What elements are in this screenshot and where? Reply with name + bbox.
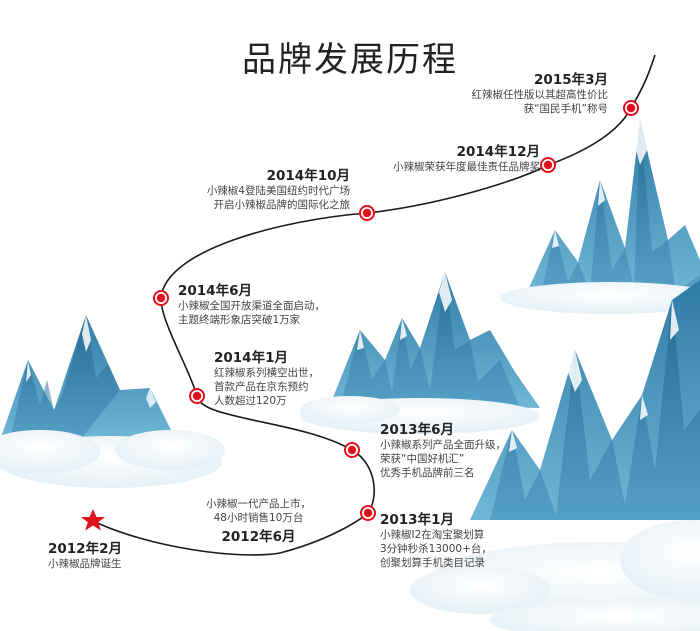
event-date: 2012年6月 bbox=[221, 529, 296, 545]
event-text: 小辣椒系列产品全面升级， bbox=[380, 439, 506, 451]
dot-icon bbox=[540, 157, 556, 173]
event-text: 开启小辣椒品牌的国际化之旅 bbox=[213, 199, 351, 211]
event-date: 2013年1月 bbox=[380, 512, 454, 528]
event-2014-10: 2014年10月 小辣椒4登陆美国纽约时代广场 开启小辣椒品牌的国际化之旅 bbox=[207, 164, 350, 212]
dot-icon bbox=[359, 205, 375, 221]
event-text: 人数超过120万 bbox=[214, 395, 287, 407]
event-text: 首款产品在京东预约 bbox=[214, 381, 309, 393]
event-2014-12: 2014年12月 小辣椒荣获年度最佳责任品牌奖 bbox=[393, 140, 540, 174]
event-2012-02: 2012年2月 小辣椒品牌诞生 bbox=[48, 537, 122, 571]
dot-icon bbox=[360, 505, 376, 521]
event-text: 小辣椒品牌诞生 bbox=[48, 558, 122, 570]
cloud-lower-right bbox=[410, 520, 700, 631]
dot-icon bbox=[344, 442, 360, 458]
event-2014-06: 2014年6月 小辣椒全国开放渠道全面启动， 主题终端形象店突破1万家 bbox=[178, 279, 325, 327]
star-icon bbox=[81, 509, 105, 531]
event-2013-01: 2013年1月 小辣椒I2在淘宝聚划算 3分钟秒杀13000+台， 创聚划算手机… bbox=[380, 508, 492, 570]
event-text: 小辣椒一代产品上市， bbox=[206, 498, 311, 510]
event-text: 小辣椒荣获年度最佳责任品牌奖 bbox=[393, 161, 540, 173]
mountain-lower-right bbox=[470, 280, 700, 520]
event-date: 2014年1月 bbox=[214, 350, 288, 366]
event-date: 2014年12月 bbox=[456, 144, 540, 160]
event-text: 小辣椒全国开放渠道全面启动， bbox=[178, 300, 325, 312]
mountain-upper-right bbox=[528, 120, 700, 298]
event-date: 2015年3月 bbox=[534, 72, 608, 88]
event-date: 2012年2月 bbox=[48, 541, 122, 557]
dot-icon bbox=[153, 290, 169, 306]
dot-icon bbox=[189, 388, 205, 404]
event-text: 优秀手机品牌前三名 bbox=[380, 467, 475, 479]
event-text: 获“国民手机”称号 bbox=[523, 103, 608, 115]
event-date: 2013年6月 bbox=[380, 422, 454, 438]
mountain-middle bbox=[330, 272, 540, 408]
cloud-upper-right bbox=[500, 282, 700, 314]
timeline-path bbox=[92, 54, 656, 556]
event-text: 48小时销售10万台 bbox=[213, 512, 304, 524]
event-2015-03: 2015年3月 红辣椒任性版以其超高性价比 获“国民手机”称号 bbox=[472, 68, 609, 116]
event-date: 2014年10月 bbox=[266, 168, 350, 184]
event-text: 红辣椒任性版以其超高性价比 bbox=[471, 89, 609, 101]
event-text: 红辣椒系列横空出世， bbox=[214, 367, 319, 379]
cloud-middle bbox=[300, 396, 540, 434]
milestone-dots bbox=[153, 100, 639, 521]
event-text: 小辣椒I2在淘宝聚划算 bbox=[380, 529, 485, 541]
event-2014-01: 2014年1月 红辣椒系列横空出世， 首款产品在京东预约 人数超过120万 bbox=[214, 346, 319, 408]
event-2012-06: 小辣椒一代产品上市， 48小时销售10万台 2012年6月 bbox=[206, 497, 311, 545]
event-2013-06: 2013年6月 小辣椒系列产品全面升级， 荣获“中国好机汇” 优秀手机品牌前三名 bbox=[380, 418, 506, 480]
mountain-left bbox=[0, 315, 176, 440]
event-text: 创聚划算手机类目记录 bbox=[380, 557, 485, 569]
event-text: 小辣椒4登陆美国纽约时代广场 bbox=[206, 185, 350, 197]
event-date: 2014年6月 bbox=[178, 283, 252, 299]
event-text: 3分钟秒杀13000+台， bbox=[380, 543, 492, 555]
event-text: 荣获“中国好机汇” bbox=[380, 453, 465, 465]
event-text: 主题终端形象店突破1万家 bbox=[178, 314, 301, 326]
dot-icon bbox=[623, 100, 639, 116]
page-title: 品牌发展历程 bbox=[242, 40, 458, 80]
cloud-left bbox=[0, 430, 225, 488]
